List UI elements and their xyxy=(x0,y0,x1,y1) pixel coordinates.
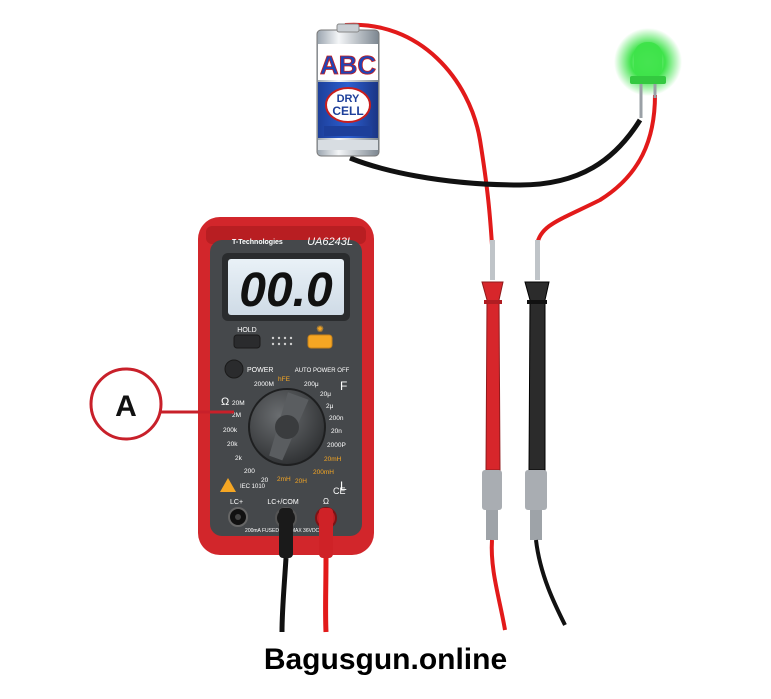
port-label-fused: 200mA FUSED xyxy=(245,528,279,534)
dial-label-2000M: 2000M xyxy=(254,381,274,388)
site-watermark: Bagusgun.online xyxy=(263,643,508,676)
dial-henry-symbol: L xyxy=(340,479,347,493)
dial-label-20k: 20k xyxy=(227,441,238,448)
dial-label-20mH: 20mH xyxy=(324,456,342,463)
port-label-omega: Ω xyxy=(323,497,329,506)
auto-power-off-label: AUTO POWER OFF xyxy=(295,368,350,374)
meter-black-lead xyxy=(279,508,293,633)
svg-text:CE: CE xyxy=(333,486,346,496)
iec-label: IEC 1010 xyxy=(240,484,266,490)
dial-label-2u: 2μ xyxy=(326,403,334,410)
black-probe[interactable] xyxy=(524,240,567,626)
dial-label-20: 20 xyxy=(261,477,269,484)
hold-label: HOLD xyxy=(237,327,256,334)
battery: ABC DRY CELL xyxy=(316,23,380,157)
callout-a: A xyxy=(89,367,234,441)
green-led xyxy=(614,28,682,118)
dial-label-200k: 200k xyxy=(223,427,238,434)
dial-ohm-symbol: Ω xyxy=(221,396,229,408)
battery-dry-label: DRY xyxy=(337,93,360,105)
dial-label-20M: 20M xyxy=(232,400,245,407)
port-label-lcom: LC+/COM xyxy=(267,499,298,506)
battery-black-wire xyxy=(349,118,643,188)
svg-text:✺: ✺ xyxy=(316,324,324,334)
dial-label-200: 200 xyxy=(244,468,255,475)
dial-label-20H: 20H xyxy=(295,478,307,485)
power-label: POWER xyxy=(247,367,273,374)
backlight-button[interactable] xyxy=(307,334,333,349)
battery-red-wire xyxy=(344,22,494,246)
callout-a-label: A xyxy=(115,390,137,423)
port-label-max: MAX 36VDC xyxy=(291,528,320,534)
dial-label-200u: 200μ xyxy=(304,381,319,388)
multimeter: T-Technologies UA6243L 00.0 HOLD ✺ POWER… xyxy=(198,217,374,555)
dial-label-2M: 2M xyxy=(232,412,241,419)
power-button[interactable] xyxy=(224,359,244,379)
dial-label-200mH: 200mH xyxy=(313,469,334,476)
battery-cell-label: CELL xyxy=(332,104,363,118)
dial-label-2k: 2k xyxy=(235,455,243,462)
meter-model: UA6243L xyxy=(307,236,353,248)
led-red-wire xyxy=(535,94,657,246)
meter-red-lead xyxy=(319,508,333,633)
dial-label-2000P: 2000P xyxy=(327,442,346,449)
dial-label-hfe: hFE xyxy=(278,376,291,383)
dial-label-200n: 200n xyxy=(329,415,344,422)
dial-label-2mH: 2mH xyxy=(277,476,291,483)
dial-farad-symbol: F xyxy=(340,379,347,393)
battery-brand: ABC xyxy=(320,50,377,80)
meter-brand: T-Technologies xyxy=(232,239,283,246)
hold-button[interactable] xyxy=(233,334,261,349)
dial-label-20u: 20μ xyxy=(320,391,331,398)
dial-label-20n: 20n xyxy=(331,428,342,435)
port-label-lcx: LC+ xyxy=(230,499,243,506)
lcd-display: 00.0 xyxy=(239,264,333,317)
red-probe[interactable] xyxy=(481,240,507,631)
